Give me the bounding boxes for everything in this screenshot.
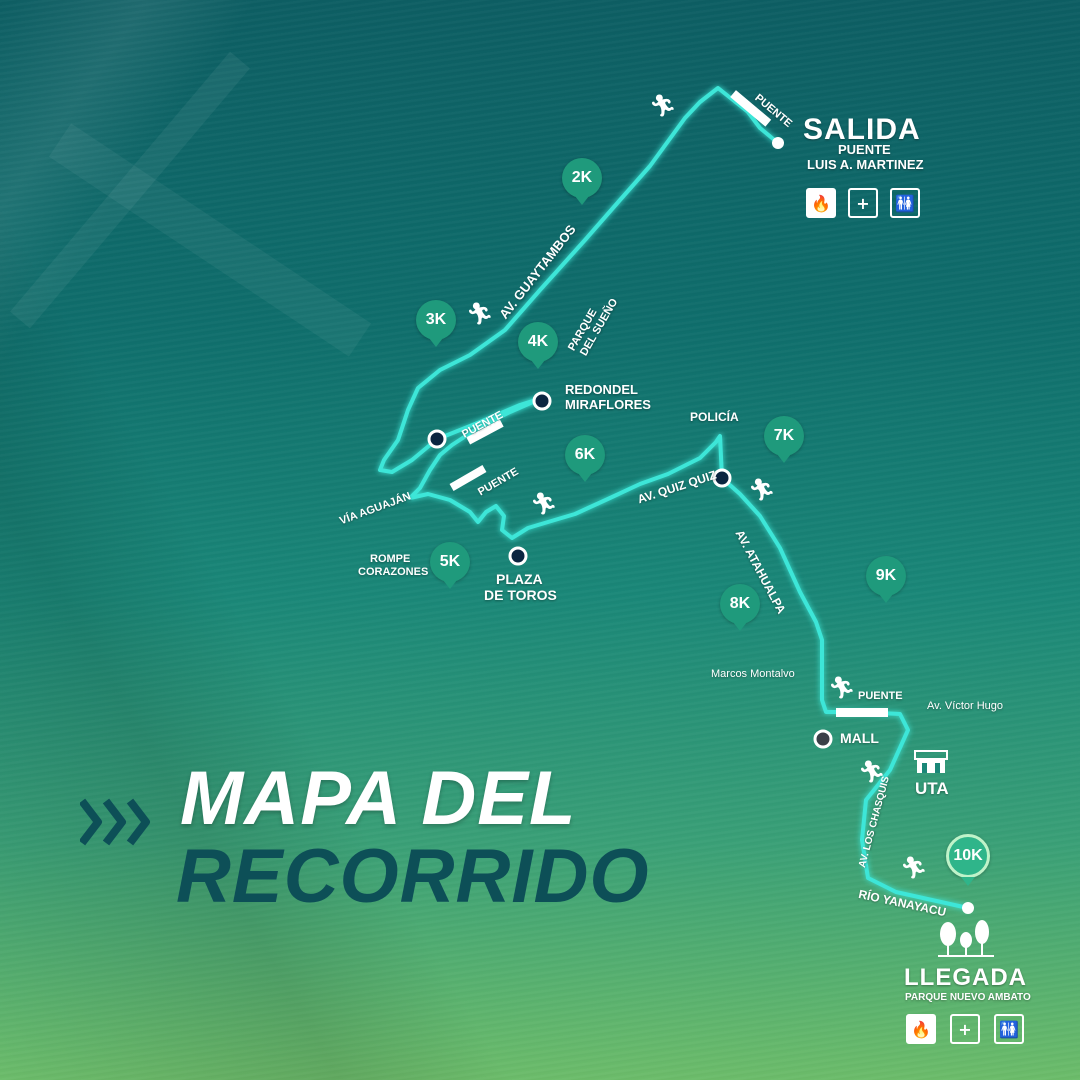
- park-trees-icon: [938, 920, 994, 957]
- route-line: [378, 86, 780, 474]
- km-marker-9k: 9K: [866, 556, 906, 603]
- runner-icon: 🏃︎: [828, 676, 856, 701]
- title-line-2: RECORRIDO: [176, 834, 650, 919]
- policia-label: POLICÍA: [690, 410, 739, 424]
- chevrons-icon: [80, 798, 150, 846]
- rompe-1: ROMPE: [370, 553, 411, 565]
- background-road: [10, 51, 250, 329]
- plaza-de-toros-point: [508, 546, 528, 566]
- first-aid-icon: +: [848, 188, 878, 218]
- title-line-1: MAPA DEL: [180, 756, 577, 841]
- flame-icon: 🔥: [906, 1014, 936, 1044]
- quiz-quiz-point: [712, 468, 732, 488]
- restroom-icon: 🚻: [890, 188, 920, 218]
- bridge-bar: [449, 465, 487, 491]
- university-icon: [914, 750, 948, 773]
- redondel-2: MIRAFLORES: [565, 397, 651, 412]
- runner-icon: 🏃︎: [858, 760, 886, 785]
- finish-sub: PARQUE NUEVO AMBATO: [905, 992, 1031, 1003]
- runner-icon: 🏃︎: [900, 856, 928, 881]
- start-point: [772, 137, 784, 149]
- street-victor-hugo: Av. Víctor Hugo: [927, 700, 1004, 712]
- start-sub2: LUIS A. MARTINEZ: [807, 157, 924, 172]
- plaza-1: PLAZA: [496, 571, 543, 587]
- runner-icon: 🏃︎: [530, 492, 558, 517]
- finish-point: [962, 902, 974, 914]
- first-aid-icon: +: [950, 1014, 980, 1044]
- bridge-node: [427, 429, 447, 449]
- start-label: SALIDA: [803, 113, 921, 146]
- km-marker-8k: 8K: [720, 584, 760, 631]
- redondel-1: REDONDEL: [565, 382, 638, 397]
- km-marker-10k: 10K: [946, 834, 990, 886]
- runner-icon: 🏃︎: [466, 302, 494, 327]
- km-marker-7k: 7K: [764, 416, 804, 463]
- km-marker-5k: 5K: [430, 542, 470, 589]
- runner-icon: 🏃︎: [748, 478, 776, 503]
- km-marker-3k: 3K: [416, 300, 456, 347]
- uta-label: UTA: [915, 779, 949, 798]
- puente-label-4: PUENTE: [858, 690, 903, 702]
- start-sub1: PUENTE: [838, 142, 891, 157]
- flame-icon: 🔥: [806, 188, 836, 218]
- rompe-2: CORAZONES: [358, 566, 429, 578]
- restroom-icon: 🚻: [994, 1014, 1024, 1044]
- finish-label: LLEGADA: [904, 964, 1027, 991]
- bridge-bar: [466, 419, 504, 445]
- bridge-bar: [836, 708, 888, 717]
- mall-point: [813, 729, 833, 749]
- km-marker-4k: 4K: [518, 322, 558, 369]
- bridge-bar: [730, 90, 772, 127]
- km-marker-2k: 2K: [562, 158, 602, 205]
- mall-label: MALL: [840, 730, 879, 746]
- route-line: [408, 396, 970, 910]
- street-montalvo: Marcos Montalvo: [711, 668, 795, 680]
- runner-icon: 🏃︎: [649, 94, 677, 119]
- redondel-miraflores-point: [532, 391, 552, 411]
- background-road: [48, 123, 372, 357]
- km-marker-6k: 6K: [565, 435, 605, 482]
- plaza-2: DE TOROS: [484, 587, 557, 603]
